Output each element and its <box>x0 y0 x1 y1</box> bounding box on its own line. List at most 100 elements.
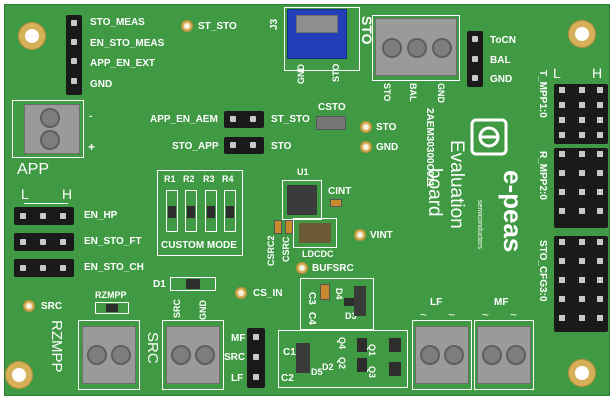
label-ldcdc: LDCDC <box>302 249 334 259</box>
label-src-pad: SRC <box>41 301 63 312</box>
label-app-en-aem: APP_EN_AEM <box>150 114 218 125</box>
label-d3: D3 <box>345 311 357 321</box>
label-h-right: H <box>592 65 603 81</box>
header-pin <box>579 87 585 93</box>
label-d2: D2 <box>322 362 334 372</box>
label-gnd: GND <box>90 79 113 90</box>
rzmpp-terminal-block[interactable] <box>82 326 136 384</box>
header-pin <box>597 208 603 214</box>
header-pin <box>579 151 585 157</box>
test-pad-gnd[interactable] <box>360 141 372 153</box>
label-app: APP <box>17 161 50 178</box>
inductor-ldcdc <box>299 223 331 243</box>
header-pin <box>559 87 565 93</box>
header-pin <box>559 132 565 138</box>
transistor-q2 <box>357 358 367 372</box>
label-r2: R2 <box>183 174 195 184</box>
label-cs-in: CS_IN <box>253 288 283 299</box>
label-en-hp: EN_HP <box>84 210 118 221</box>
resistor-rzmpp <box>106 304 118 312</box>
header-pin <box>559 277 565 283</box>
ldcdc-outline <box>293 218 337 248</box>
header-pin <box>579 277 585 283</box>
capacitor-cint <box>330 199 342 207</box>
label-src-pin: SRC <box>224 352 246 363</box>
diode-d1 <box>186 279 200 289</box>
label-d1: D1 <box>153 279 166 290</box>
test-pad-sto[interactable] <box>360 121 372 133</box>
label-custom-mode: CUSTOM MODE <box>161 240 237 251</box>
header-pin <box>597 132 603 138</box>
test-pad-bufsrc[interactable] <box>296 262 308 274</box>
header-pin <box>559 258 565 264</box>
label-l-left: L <box>21 186 29 202</box>
u1-outline <box>282 180 322 220</box>
jumper-app-en-aem[interactable] <box>224 111 264 128</box>
label-sto-pad: STO <box>376 122 397 133</box>
mf-terminal-outline <box>474 320 534 390</box>
label-mf-pin: MF <box>231 333 246 344</box>
test-pad-st-sto[interactable] <box>181 20 193 32</box>
label-r3: R3 <box>203 174 215 184</box>
label-u1: U1 <box>297 167 309 177</box>
header-pin <box>597 117 603 123</box>
mounting-hole-top-left <box>18 22 46 50</box>
app-terminal-block[interactable] <box>24 104 80 154</box>
header-pin <box>559 170 565 176</box>
label-app-minus: - <box>89 111 93 122</box>
label-en-sto-ch: EN_STO_CH <box>84 262 144 273</box>
transistor-q4 <box>357 338 367 352</box>
header-pin <box>597 189 603 195</box>
header-pin <box>559 151 565 157</box>
header-pin <box>579 132 585 138</box>
label-lf-pin: LF <box>231 373 244 384</box>
header-pin <box>579 102 585 108</box>
header-pin <box>597 87 603 93</box>
lf-terminal-outline <box>412 320 472 390</box>
header-pin <box>579 315 585 321</box>
label-rzmpp-small: RZMPP <box>95 290 127 300</box>
header-pin <box>597 170 603 176</box>
resistor-r2 <box>187 206 195 218</box>
mf-terminal-block[interactable] <box>477 326 531 384</box>
header-top-left[interactable] <box>66 15 82 95</box>
header-pin <box>597 102 603 108</box>
header-pin <box>597 296 603 302</box>
jumper-sto-app[interactable] <box>224 137 264 154</box>
test-pad-vint[interactable] <box>354 229 366 241</box>
test-pad-cs-in[interactable] <box>235 287 247 299</box>
header-pin <box>597 277 603 283</box>
label-app-plus: + <box>88 140 96 154</box>
header-pin <box>559 117 565 123</box>
custom-mode-outline <box>157 170 243 256</box>
header-pin <box>559 102 565 108</box>
label-lf: LF <box>430 297 443 308</box>
sto-terminal-block[interactable] <box>375 18 457 76</box>
lf-terminal-block[interactable] <box>415 326 469 384</box>
label-sto-app: STO_APP <box>172 141 219 152</box>
label-tocn: ToCN <box>490 35 516 46</box>
header-pin <box>559 239 565 245</box>
epeas-logo-icon <box>470 118 508 156</box>
label-mf-tilde-1: ~ <box>482 308 490 322</box>
src-terminal-block[interactable] <box>166 326 220 384</box>
resistor-r1 <box>168 206 176 218</box>
label-st-sto-jumper: ST_STO <box>271 114 310 125</box>
capacitor-csrc2 <box>285 220 293 234</box>
header-pin <box>597 258 603 264</box>
test-pad-src[interactable] <box>23 300 35 312</box>
label-gnd-pad: GND <box>376 142 399 153</box>
label-bufsrc: BUFSRC <box>312 263 354 274</box>
label-st-sto: ST_STO <box>198 21 237 32</box>
label-en-sto-ft: EN_STO_FT <box>84 236 142 247</box>
label-sto-jumper: STO <box>271 141 292 152</box>
src-terminal-outline <box>162 320 224 390</box>
mounting-hole-bottom-right <box>568 359 596 387</box>
capacitor-csrc <box>274 220 282 234</box>
label-r1: R1 <box>164 174 176 184</box>
sto-terminal-outline <box>372 15 460 81</box>
header-pin <box>579 258 585 264</box>
header-r-mpp[interactable] <box>554 148 608 228</box>
component-area-upper <box>300 278 374 330</box>
header-pin <box>579 170 585 176</box>
